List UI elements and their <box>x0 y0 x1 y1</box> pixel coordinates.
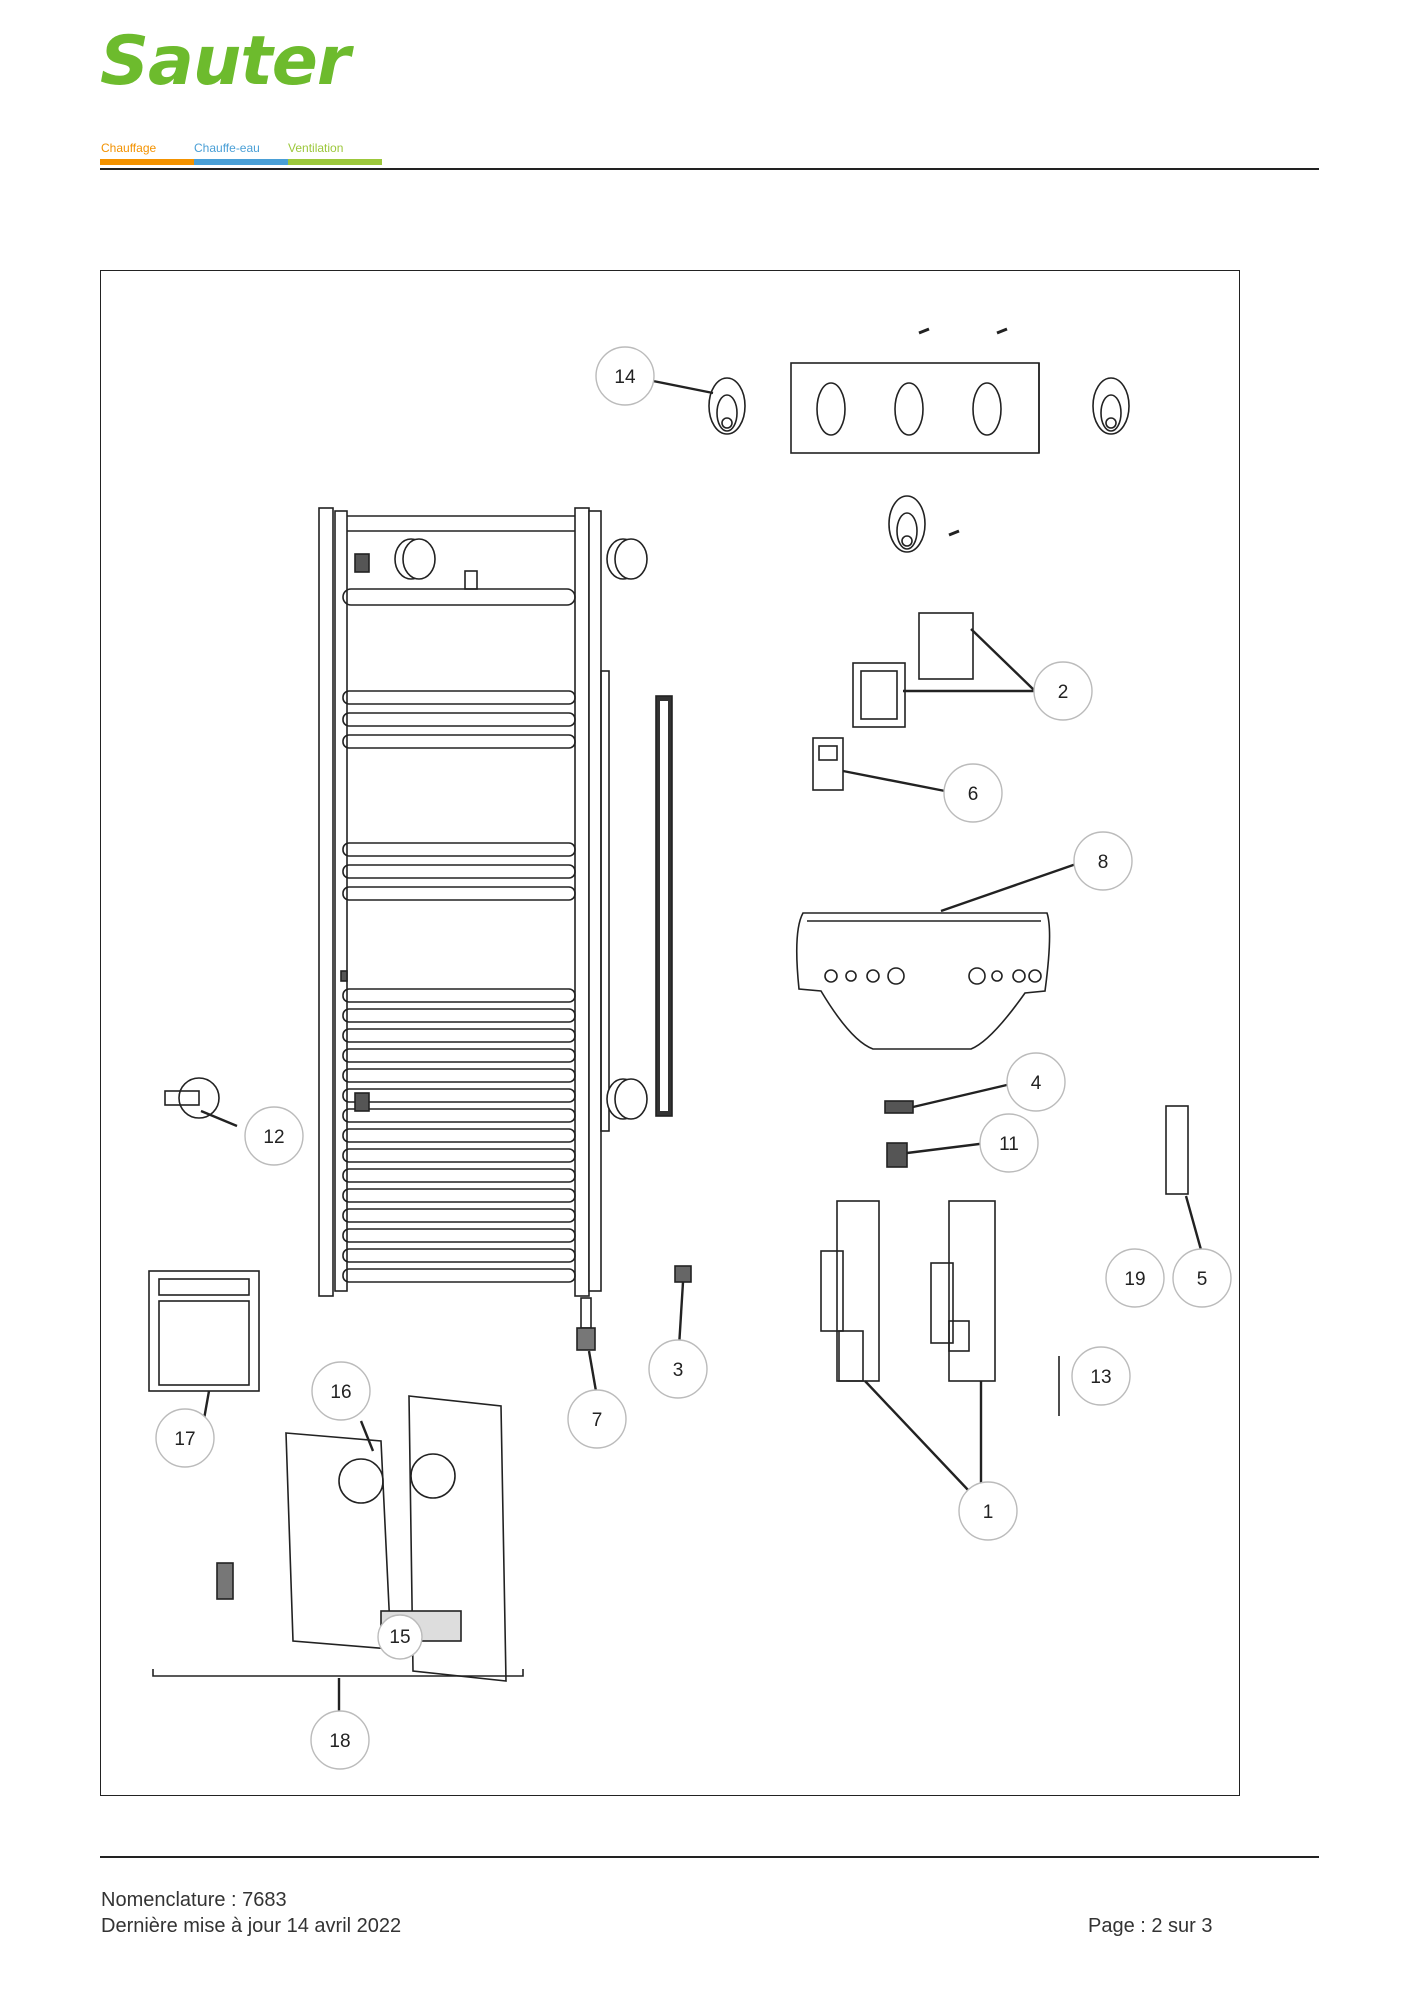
wall-bracket-spare <box>164 1077 220 1119</box>
part-3 <box>674 1265 692 1283</box>
cover-plate <box>795 912 1051 1050</box>
fan-heater-unit <box>152 1395 524 1682</box>
callout-1: 1 <box>983 1502 994 1523</box>
rocker-switch <box>886 1142 908 1168</box>
callout-8: 8 <box>1098 852 1109 873</box>
exploded-view-diagram: 14 2 6 8 4 11 12 19 5 17 16 3 7 13 1 15 … <box>148 327 1232 1770</box>
callout-15: 15 <box>389 1627 410 1648</box>
last-update-text: Dernière mise à jour 14 avril 2022 <box>101 1915 402 1937</box>
category-bar-chauffage <box>100 159 194 165</box>
callout-6: 6 <box>968 784 979 805</box>
control-display <box>812 737 844 791</box>
header-rule <box>100 168 1319 170</box>
towel-radiator <box>318 507 673 1351</box>
category-bar-ventilation <box>288 159 382 165</box>
exploded-view-frame: 14 2 6 8 4 11 12 19 5 17 16 3 7 13 1 15 … <box>100 270 1240 1796</box>
part-4 <box>884 1100 914 1114</box>
page-number: Page : 2 sur 3 <box>1088 1915 1213 1937</box>
category-ventilation: Ventilation <box>288 141 344 155</box>
nomenclature-text: Nomenclature : 7683 <box>101 1889 287 1911</box>
circuit-board <box>1165 1105 1189 1195</box>
callout-19: 19 <box>1124 1269 1145 1290</box>
callout-5: 5 <box>1197 1269 1208 1290</box>
callout-18: 18 <box>329 1731 350 1752</box>
category-chauffage: Chauffage <box>101 141 157 155</box>
callout-12: 12 <box>263 1127 284 1148</box>
callout-3: 3 <box>673 1360 684 1381</box>
callout-16: 16 <box>330 1382 351 1403</box>
callout-4: 4 <box>1031 1073 1042 1094</box>
callout-14: 14 <box>614 367 636 388</box>
callout-7: 7 <box>592 1410 603 1431</box>
sauter-logo: Sauter <box>100 22 350 101</box>
callout-17: 17 <box>174 1429 195 1450</box>
callout-circles <box>155 346 1232 1770</box>
callout-2: 2 <box>1058 682 1069 703</box>
junction-box <box>852 612 974 728</box>
callout-13: 13 <box>1090 1367 1111 1388</box>
callout-11: 11 <box>999 1134 1019 1155</box>
wall-brackets <box>708 327 1130 553</box>
control-housings <box>820 1200 996 1382</box>
category-bar-chauffe-eau <box>194 159 288 165</box>
footer-rule <box>100 1856 1319 1858</box>
front-cover <box>148 1270 260 1392</box>
category-chauffe-eau: Chauffe-eau <box>194 141 260 155</box>
